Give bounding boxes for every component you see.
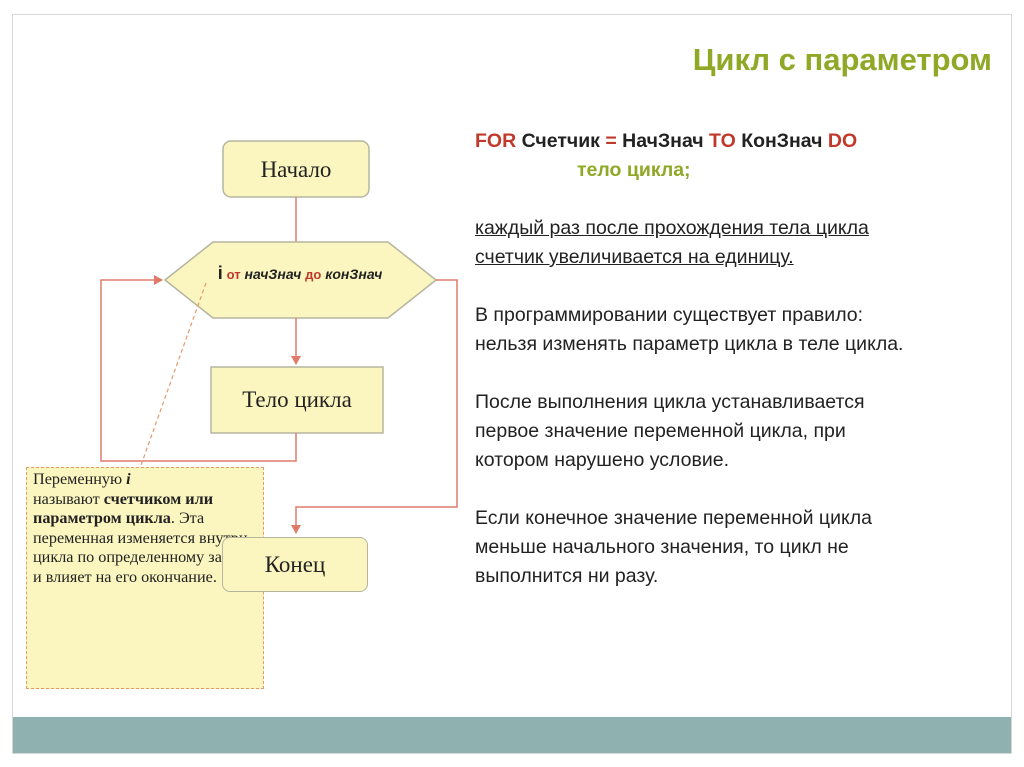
paragraph-3-line-3: котором нарушено условие. — [475, 449, 729, 471]
paragraph-1-line-1: каждый раз после прохождения тела цикла — [475, 217, 869, 239]
decision-end: конЗнач — [325, 266, 383, 282]
paragraph-2-line-1: В программировании существует правило: — [475, 304, 864, 326]
code-to: TO — [709, 130, 736, 152]
code-body: тело цикла; — [577, 159, 691, 181]
start-label: Начало — [260, 157, 332, 182]
paragraph-2-line-2: нельзя изменять параметр цикла в теле ци… — [475, 333, 904, 355]
body-label: Тело цикла — [242, 387, 352, 412]
connector-loop-back — [100, 275, 297, 462]
body-box — [210, 366, 384, 434]
paragraph-4-line-1: Если конечное значение переменной цикла — [475, 507, 872, 529]
bottom-bar — [13, 717, 1011, 753]
decision-start: начЗнач — [244, 266, 302, 282]
paragraph-4-line-2: меньше начального значения, то цикл не — [475, 536, 849, 558]
paragraph-3-line-1: После выполнения цикла устанавливается — [475, 391, 865, 413]
callout-var: i — [126, 470, 131, 488]
slide-title: Цикл с параметром — [692, 42, 992, 77]
callout-text-1: Переменную — [33, 470, 127, 488]
code-start: НачЗнач — [616, 130, 710, 152]
callout-bold: счетчиком или параметром цикла — [33, 489, 214, 528]
paragraph-1-line-2: счетчик увеличивается на единицу. — [475, 246, 794, 268]
paragraph-3-line-2: первое значение переменной цикла, при — [475, 420, 846, 442]
callout-text-3: . Эта переменная изменяется внутри цикла… — [33, 509, 254, 586]
decision-to: до — [305, 267, 322, 282]
code-counter: Счетчик — [516, 130, 606, 152]
decision-var: i — [217, 263, 223, 283]
end-box — [222, 537, 368, 592]
end-label: Конец — [264, 552, 326, 577]
code-do: DO — [827, 130, 858, 152]
code-for: FOR — [475, 130, 517, 152]
code-line: FOR Счетчик = НачЗнач TO КонЗнач DO — [475, 127, 1005, 156]
callout-text-2: называют — [33, 489, 104, 508]
callout-pointer — [139, 282, 207, 469]
code-end: КонЗнач — [735, 130, 828, 152]
text-block: FOR Счетчик = НачЗнач TO КонЗнач DO тело… — [475, 127, 1005, 591]
decision-label: i от начЗнач до конЗнач — [165, 263, 435, 284]
connector-exit — [291, 279, 458, 534]
code-eq: = — [605, 130, 617, 152]
paragraph-4-line-3: выполнится ни разу. — [475, 565, 659, 587]
decision-from: от — [226, 267, 241, 282]
